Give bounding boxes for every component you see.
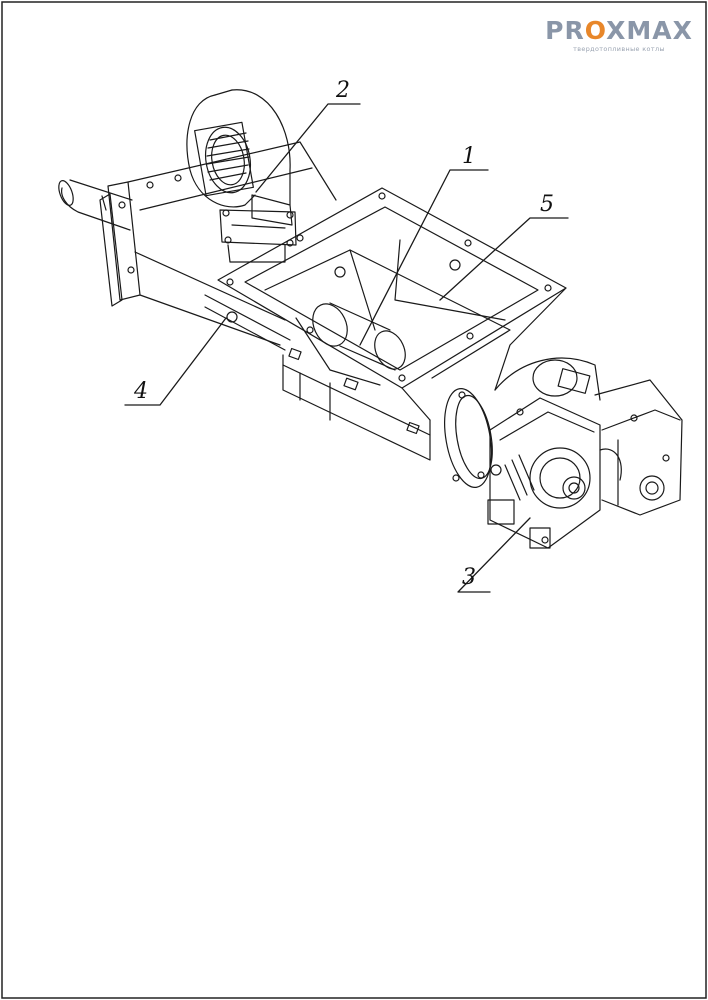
brand-name-post: XMAX — [606, 16, 693, 45]
brand-tagline: твердотопливные котлы — [573, 45, 665, 53]
leader-5 — [439, 217, 569, 301]
hopper — [217, 187, 567, 421]
fan-blower — [186, 89, 297, 263]
callout-2: 2 — [336, 78, 350, 103]
leader-4 — [124, 317, 227, 406]
callout-5: 5 — [540, 192, 554, 217]
leader-3 — [457, 517, 531, 593]
gear-motor — [444, 357, 683, 549]
auger-tube — [58, 179, 141, 307]
brand-name-o: O — [584, 16, 607, 45]
housing-body — [127, 141, 431, 461]
leader-2 — [255, 103, 361, 193]
leader-1 — [359, 169, 489, 346]
brand-name-pre: PR — [545, 16, 585, 45]
brand-logo: PROXMAX твердотопливные котлы — [538, 18, 700, 54]
callout-4: 4 — [134, 379, 148, 404]
callout-3: 3 — [462, 565, 476, 590]
leader-lines — [124, 103, 569, 593]
callout-1: 1 — [462, 144, 476, 169]
brand-name: PROXMAX — [538, 18, 700, 44]
